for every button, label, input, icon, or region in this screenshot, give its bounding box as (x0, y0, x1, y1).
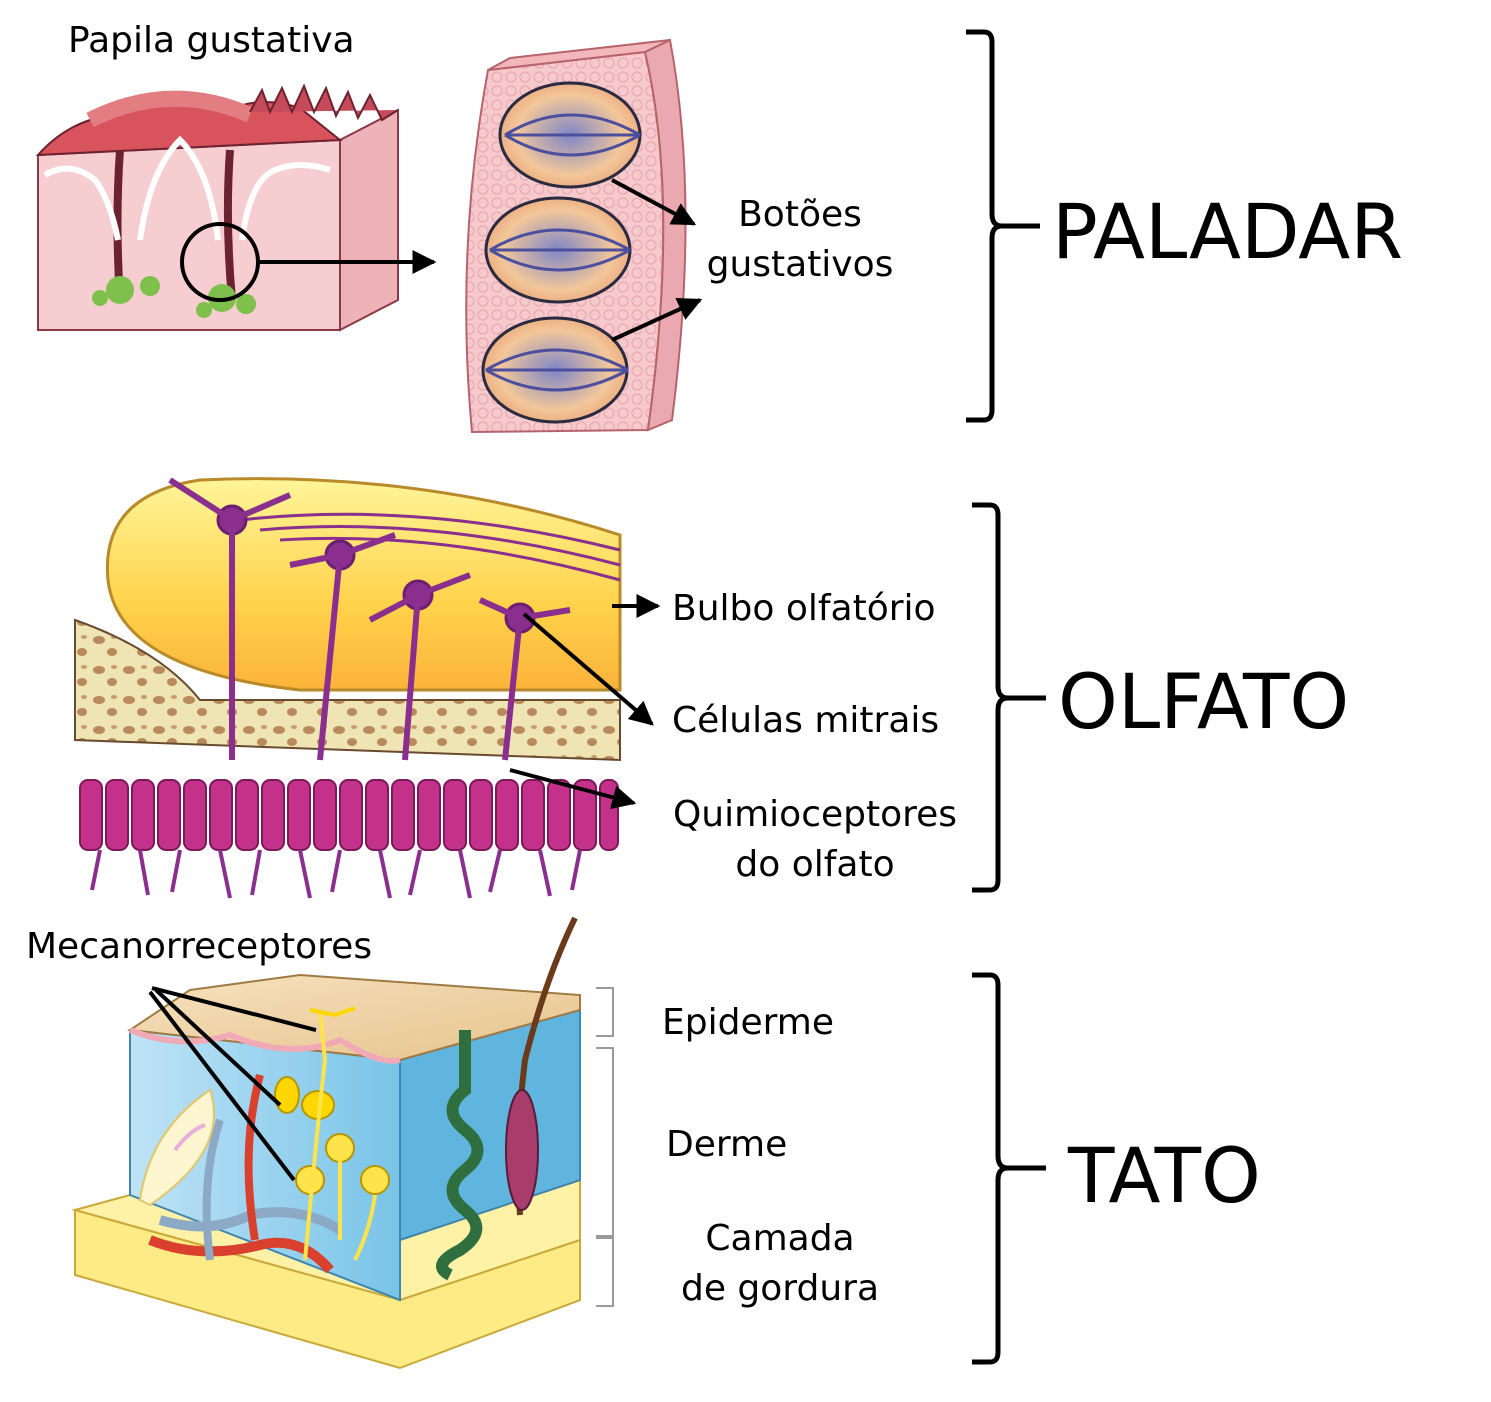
mechano-line-2 (154, 988, 282, 1107)
label-quimioceptores: Quimioceptores do olfato (650, 790, 980, 890)
label-botoes-line1: Botões (738, 194, 862, 235)
label-quimio-line2: do olfato (735, 844, 895, 885)
label-papila-gustativa: Papila gustativa (68, 20, 355, 61)
label-fat-line1: Camada (705, 1218, 855, 1259)
label-mecanorreceptores: Mecanorreceptores (26, 926, 373, 967)
bracket-paladar (966, 29, 1040, 423)
bracket-epidermis (596, 987, 614, 1037)
label-botoes-gustativos: Botões gustativos (700, 190, 900, 290)
buds-arrow-lower (611, 298, 703, 342)
label-celulas-mitrais: Células mitrais (672, 700, 940, 741)
buds-arrow-upper (611, 178, 697, 226)
taste-bud (484, 196, 632, 304)
olfactory-illustration (74, 477, 622, 899)
chemo-arrow (509, 768, 637, 810)
taste-bud (498, 81, 642, 189)
sense-paladar: PALADAR (1052, 187, 1404, 276)
taste-bud (481, 316, 629, 424)
label-derme: Derme (666, 1124, 788, 1165)
sense-olfato: OLFATO (1058, 657, 1350, 746)
bracket-fat (596, 1237, 614, 1307)
label-fat-line2: de gordura (680, 1268, 880, 1309)
bracket-olfato (972, 502, 1046, 893)
label-botoes-line2: gustativos (706, 244, 894, 285)
bracket-dermis (596, 1047, 614, 1237)
label-bulbo-olfatorio: Bulbo olfatório (672, 588, 936, 629)
tongue-papilla-illustration (35, 83, 399, 332)
label-camada-de-gordura: Camada de gordura (655, 1214, 905, 1314)
skin-illustration (71, 916, 581, 1370)
sense-tato: TATO (1068, 1131, 1261, 1220)
taste-buds-illustration (465, 38, 687, 434)
label-quimio-line1: Quimioceptores (672, 794, 958, 835)
mechano-line-3 (148, 990, 296, 1182)
mitral-arrow (522, 612, 654, 726)
label-epiderme: Epiderme (662, 1002, 834, 1043)
mechano-line-1 (151, 986, 317, 1032)
bracket-tato (972, 972, 1046, 1365)
